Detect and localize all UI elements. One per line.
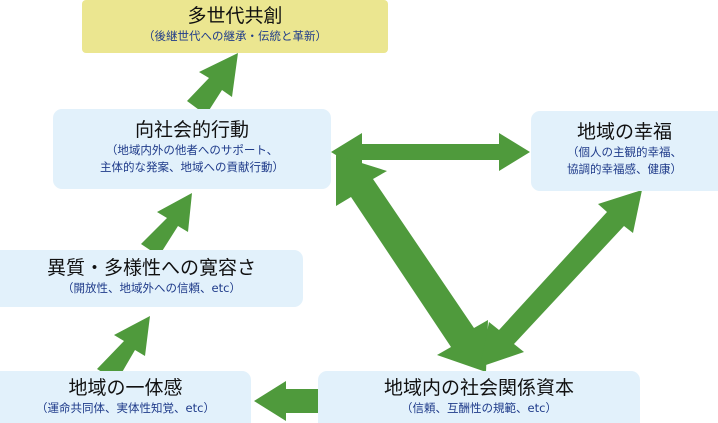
box-wellbeing: 地域の幸福 （個人の主観的幸福、 協調的幸福感、健康） (531, 111, 718, 191)
wellbeing-title: 地域の幸福 (576, 121, 672, 143)
arrow-tolerance-to-prosocial (141, 193, 192, 256)
social-capital-subtitle: （信頼、互酬性の規範、etc） (401, 401, 557, 415)
box-unity: 地域の一体感 （運命共同体、実体性知覚、etc） (0, 371, 251, 423)
co-creation-subtitle: （後継世代への継承・伝統と革新） (143, 29, 327, 43)
prosocial-subtitle-line-1: （地域内外の他者へのサポート、 (105, 143, 279, 157)
prosocial-title: 向社会的行動 (134, 119, 249, 141)
co-creation-title: 多世代共創 (187, 5, 283, 27)
tolerance-title: 異質・多様性への寛容さ (46, 257, 256, 279)
arrow-prosocial-wellbeing (331, 133, 530, 171)
arrow-capital-wellbeing (480, 190, 642, 367)
box-prosocial: 向社会的行動 （地域内外の他者へのサポート、 主体的な発案、地域への貢献行動） (53, 109, 331, 189)
box-tolerance: 異質・多様性への寛容さ （開放性、地域外への信頼、etc） (0, 250, 303, 307)
tolerance-subtitle: （開放性、地域外への信頼、etc） (62, 281, 241, 295)
wellbeing-subtitle-line-1: （個人の主観的幸福、 (567, 145, 682, 159)
prosocial-subtitle-line-2: 主体的な発案、地域への貢献行動） (100, 160, 284, 174)
box-social-capital: 地域内の社会関係資本 （信頼、互酬性の規範、etc） (318, 371, 640, 423)
wellbeing-subtitle-line-2: 協調的幸福感、健康） (567, 162, 682, 176)
unity-title: 地域の一体感 (68, 377, 183, 399)
unity-subtitle: （運命共同体、実体性知覚、etc） (36, 401, 215, 415)
arrow-capital-to-unity (254, 381, 318, 421)
arrow-capital-prosocial (336, 155, 488, 372)
box-co-creation: 多世代共創 （後継世代への継承・伝統と革新） (82, 0, 388, 53)
arrow-unity-to-tolerance (97, 316, 150, 381)
arrow-prosocial-to-cocreation (187, 53, 238, 115)
social-capital-title: 地域内の社会関係資本 (383, 377, 574, 399)
